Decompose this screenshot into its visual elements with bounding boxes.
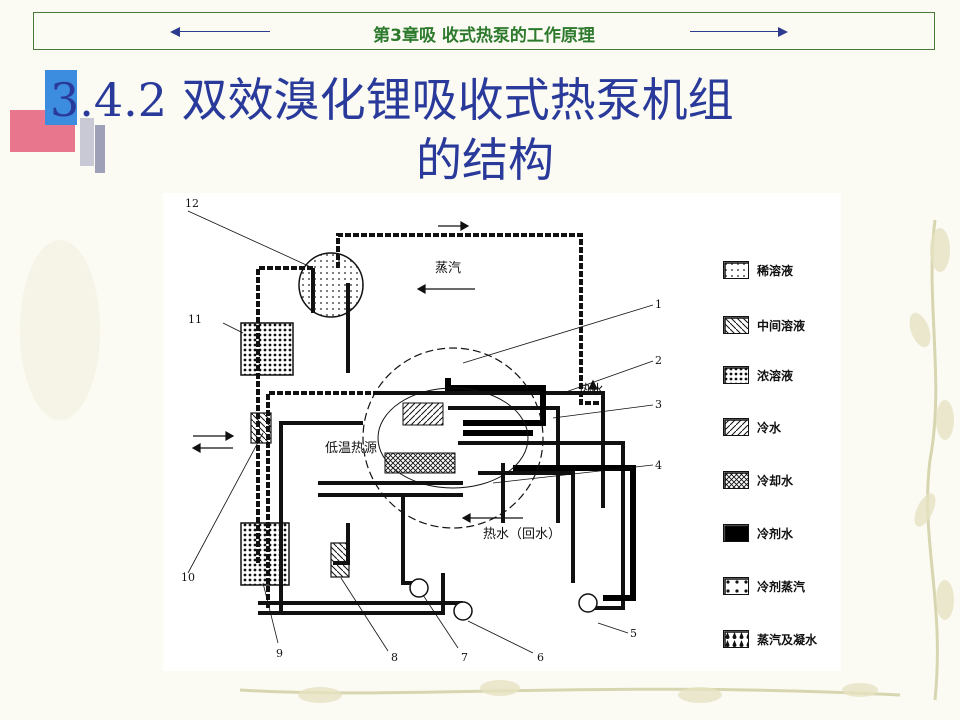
part-number-5: 5 bbox=[630, 627, 637, 640]
part-number-1: 1 bbox=[655, 298, 662, 311]
chapter-header: 第3章吸 收式热泵的工作原理 bbox=[33, 12, 935, 50]
legend-label: 蒸汽及凝水 bbox=[757, 631, 817, 648]
legend-label: 冷剂水 bbox=[757, 525, 793, 542]
arrow-left-icon bbox=[170, 26, 182, 38]
part-number-7: 7 bbox=[461, 651, 468, 664]
legend-label: 中间溶液 bbox=[757, 317, 805, 334]
legend-swatch bbox=[723, 630, 749, 648]
slide-title-line1: 3.4.2 双效溴化锂吸收式热泵机组 bbox=[50, 70, 930, 130]
part-number-4: 4 bbox=[655, 459, 662, 472]
part-number-8: 8 bbox=[391, 651, 398, 664]
legend-swatch bbox=[723, 471, 749, 489]
legend-swatch bbox=[723, 418, 749, 436]
arrow-right-icon bbox=[776, 26, 788, 38]
part-number-2: 2 bbox=[655, 354, 662, 367]
label-low-temp-heat-source: 低温热源 bbox=[325, 437, 377, 456]
legend-swatch bbox=[723, 316, 749, 334]
legend-label: 冷剂蒸汽 bbox=[757, 578, 805, 595]
slide-title: 3.4.2 双效溴化锂吸收式热泵机组 的结构 bbox=[50, 70, 930, 190]
chapter-title: 第3章吸 收式热泵的工作原理 bbox=[34, 21, 934, 46]
legend-swatch bbox=[723, 261, 749, 279]
header-right-arrow bbox=[690, 31, 780, 32]
label-hot-water-return: 热水（回水） bbox=[483, 523, 561, 542]
legend-label: 冷水 bbox=[757, 419, 781, 436]
legend-swatch bbox=[723, 524, 749, 542]
label-hot-water: 热水 bbox=[578, 379, 604, 398]
legend-swatch bbox=[723, 577, 749, 595]
part-number-12: 12 bbox=[185, 197, 199, 210]
legend-label: 稀溶液 bbox=[757, 262, 793, 279]
part-number-3: 3 bbox=[655, 398, 662, 411]
label-steam: 蒸汽 bbox=[435, 257, 461, 276]
legend-label: 浓溶液 bbox=[757, 367, 793, 384]
legend-swatch bbox=[723, 366, 749, 384]
header-left-arrow bbox=[175, 31, 270, 32]
heat-pump-diagram: 蒸汽 热水 低温热源 热水（回水） 12 11 1 2 3 4 5 6 7 8 … bbox=[163, 193, 841, 671]
part-number-6: 6 bbox=[537, 651, 544, 664]
slide-title-line2: 的结构 bbox=[40, 130, 930, 190]
legend-label: 冷却水 bbox=[757, 472, 793, 489]
part-number-9: 9 bbox=[276, 647, 283, 660]
part-number-10: 10 bbox=[181, 571, 195, 584]
part-number-11: 11 bbox=[188, 313, 202, 326]
